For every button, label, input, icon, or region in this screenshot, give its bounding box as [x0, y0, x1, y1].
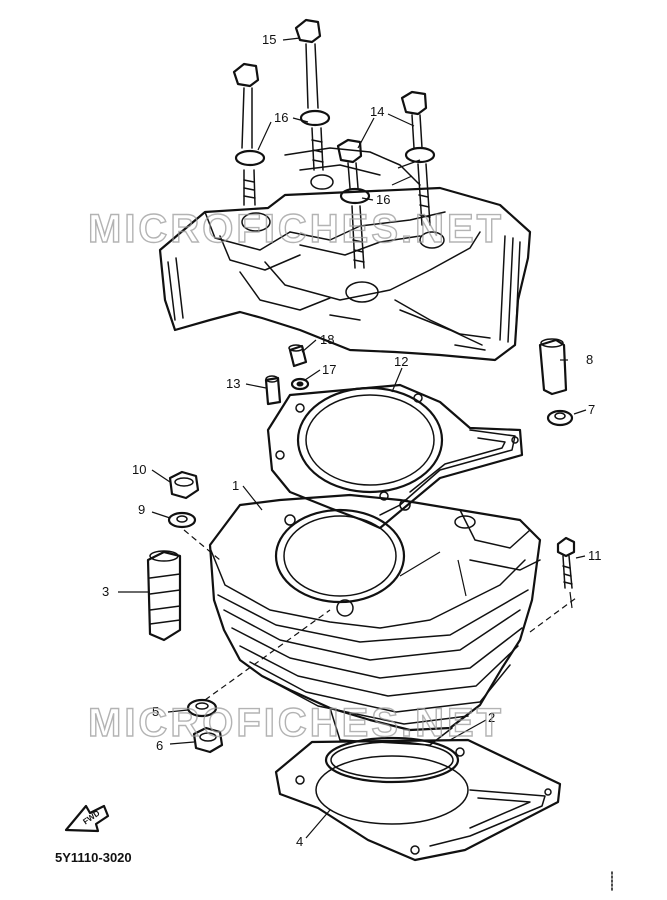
- callout-14: 14: [370, 104, 384, 119]
- callout-15: 15: [262, 32, 276, 47]
- callout-12: 12: [394, 354, 408, 369]
- small-parts: [146, 470, 576, 754]
- leader-lines: [118, 37, 587, 839]
- watermark-top: MICROFICHES.NET: [88, 207, 504, 251]
- callout-6: 6: [156, 738, 163, 753]
- fwd-label: FWD: [81, 808, 101, 826]
- watermark: MICROFICHES.NET MICROFICHES.NET: [87, 206, 504, 745]
- callout-11: 11: [588, 548, 602, 563]
- callout-numbers: 1 2 3 4 5 6 7 8 9 10 11 12 13 14 15 16 1…: [102, 32, 602, 849]
- fwd-arrow-icon: [64, 804, 110, 833]
- callout-18: 18: [320, 332, 334, 347]
- callout-17: 17: [322, 362, 336, 377]
- watermark-bottom: MICROFICHES.NET: [88, 701, 504, 745]
- callout-10: 10: [132, 462, 146, 477]
- callout-9: 9: [138, 502, 145, 517]
- base-gasket: [274, 736, 562, 862]
- callout-16a: 16: [274, 110, 288, 125]
- cylinder-block: [208, 493, 542, 746]
- callout-2: 2: [488, 710, 495, 725]
- callout-8: 8: [586, 352, 593, 367]
- callout-4: 4: [296, 834, 303, 849]
- dowels-and-seals: [264, 338, 574, 427]
- callout-3: 3: [102, 584, 109, 599]
- callout-5: 5: [152, 704, 159, 719]
- callout-16b: 16: [376, 192, 390, 207]
- front-arrow: FWD: [64, 804, 110, 833]
- head-gasket: [266, 383, 524, 530]
- callout-13: 13: [226, 376, 240, 391]
- part-code: 5Y1110-3020: [55, 850, 132, 865]
- head-bolts: [232, 18, 436, 269]
- cylinder-head: [158, 147, 532, 362]
- callout-7: 7: [588, 402, 595, 417]
- callout-1: 1: [232, 478, 239, 493]
